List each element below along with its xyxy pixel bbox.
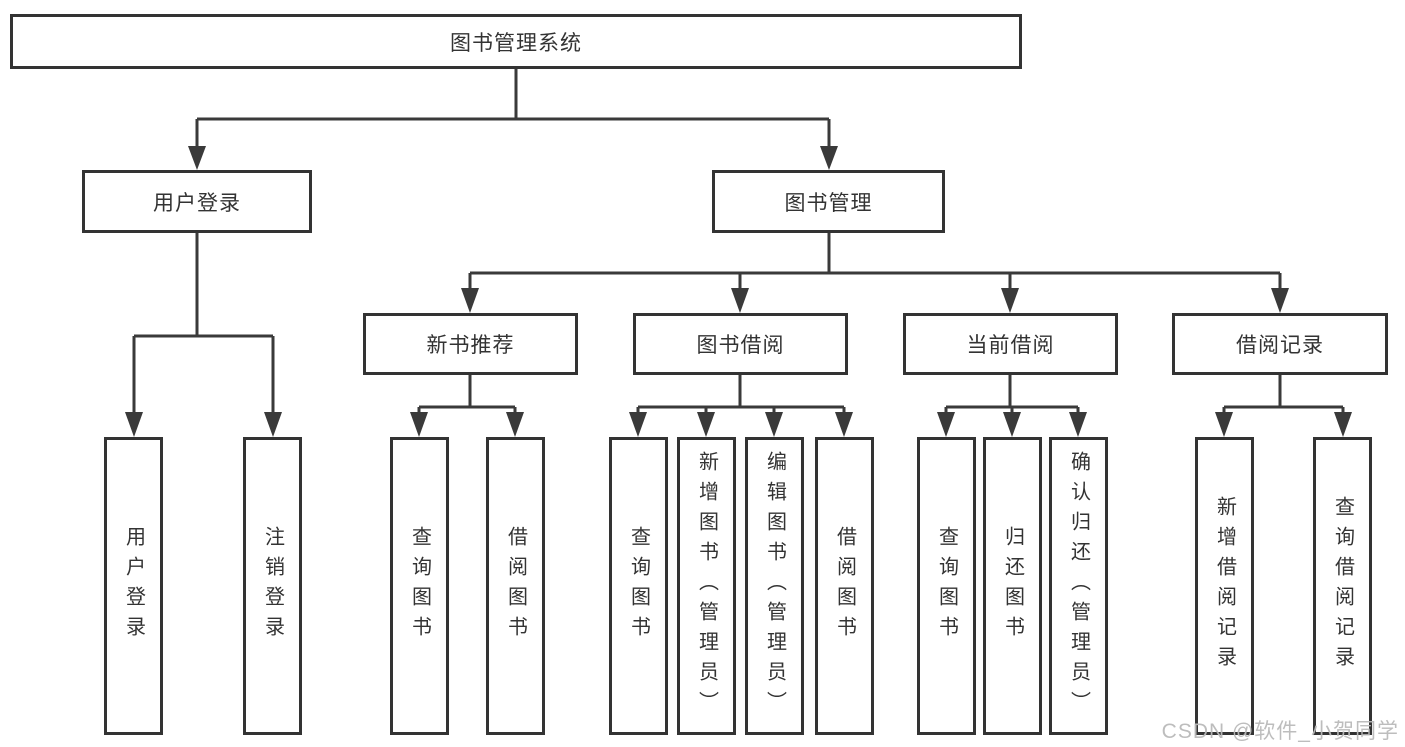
connector-userlogin-to-leaves xyxy=(125,233,282,437)
leaf-label: 注销登录 xyxy=(261,526,284,646)
leaf-label: 查询图书 xyxy=(408,526,431,646)
arrowhead xyxy=(629,412,647,437)
arrowhead xyxy=(1334,412,1352,437)
leaf-label: 借阅图书 xyxy=(833,526,856,646)
connector-records-to-leaves xyxy=(1215,375,1352,437)
leaf-label: 查询图书 xyxy=(627,526,650,646)
arrowhead xyxy=(188,146,206,170)
node-user-login: 用户登录 xyxy=(82,170,312,233)
arrowhead xyxy=(125,412,143,437)
leaf-user-login: 用户登录 xyxy=(104,437,163,735)
leaf-edit-book-admin: 编辑图书（管理员） xyxy=(745,437,804,735)
leaf-query-books-borrow: 查询图书 xyxy=(609,437,668,735)
node-label: 新书推荐 xyxy=(426,334,515,357)
leaf-label: 归还图书 xyxy=(1001,526,1024,646)
leaf-label: 编辑图书（管理员） xyxy=(763,451,786,721)
leaf-label: 借阅图书 xyxy=(504,526,527,646)
node-root-system: 图书管理系统 xyxy=(10,14,1022,69)
arrowhead xyxy=(410,412,428,437)
node-book-management: 图书管理 xyxy=(712,170,945,233)
connector-current-to-leaves xyxy=(937,375,1087,437)
leaf-label: 新增图书（管理员） xyxy=(695,451,718,721)
node-root-label: 图书管理系统 xyxy=(450,31,582,55)
arrowhead xyxy=(697,412,715,437)
leaf-query-borrow-record: 查询借阅记录 xyxy=(1313,437,1372,735)
connector-root-to-level2 xyxy=(188,69,838,170)
leaf-add-borrow-record: 新增借阅记录 xyxy=(1195,437,1254,735)
arrowhead xyxy=(1001,288,1019,313)
arrowhead xyxy=(835,412,853,437)
leaf-borrow-books: 借阅图书 xyxy=(815,437,874,735)
arrowhead xyxy=(1215,412,1233,437)
arrowhead xyxy=(506,412,524,437)
arrowhead xyxy=(1003,412,1021,437)
node-label: 图书管理 xyxy=(784,191,873,215)
leaf-borrow-books-recommend: 借阅图书 xyxy=(486,437,545,735)
leaf-query-books-current: 查询图书 xyxy=(917,437,976,735)
arrowhead xyxy=(461,288,479,313)
arrowhead xyxy=(765,412,783,437)
connector-borrow-to-leaves xyxy=(629,375,853,437)
node-book-borrow: 图书借阅 xyxy=(633,313,848,375)
connector-bookmgmt-to-level3 xyxy=(461,233,1289,313)
leaf-label: 确认归还（管理员） xyxy=(1067,451,1090,721)
leaf-confirm-return-admin: 确认归还（管理员） xyxy=(1049,437,1108,735)
leaf-label: 新增借阅记录 xyxy=(1213,496,1236,676)
arrowhead xyxy=(264,412,282,437)
node-label: 当前借阅 xyxy=(966,334,1055,357)
leaf-add-book-admin: 新增图书（管理员） xyxy=(677,437,736,735)
node-borrow-records: 借阅记录 xyxy=(1172,313,1388,375)
leaf-logout: 注销登录 xyxy=(243,437,302,735)
arrowhead xyxy=(1271,288,1289,313)
connector-newbook-to-leaves xyxy=(410,375,524,437)
arrowhead xyxy=(1069,412,1087,437)
leaf-return-book: 归还图书 xyxy=(983,437,1042,735)
node-label: 用户登录 xyxy=(153,191,241,215)
arrowhead xyxy=(731,288,749,313)
leaf-query-books-recommend: 查询图书 xyxy=(390,437,449,735)
leaf-label: 查询图书 xyxy=(935,526,958,646)
watermark: CSDN @软件_小贺同学 xyxy=(1161,720,1399,743)
node-current-borrow: 当前借阅 xyxy=(903,313,1118,375)
node-new-book-recommend: 新书推荐 xyxy=(363,313,578,375)
node-label: 图书借阅 xyxy=(696,334,785,357)
node-label: 借阅记录 xyxy=(1236,334,1324,357)
leaf-label: 用户登录 xyxy=(122,526,145,646)
leaf-label: 查询借阅记录 xyxy=(1331,496,1354,676)
arrowhead xyxy=(820,146,838,170)
arrowhead xyxy=(937,412,955,437)
